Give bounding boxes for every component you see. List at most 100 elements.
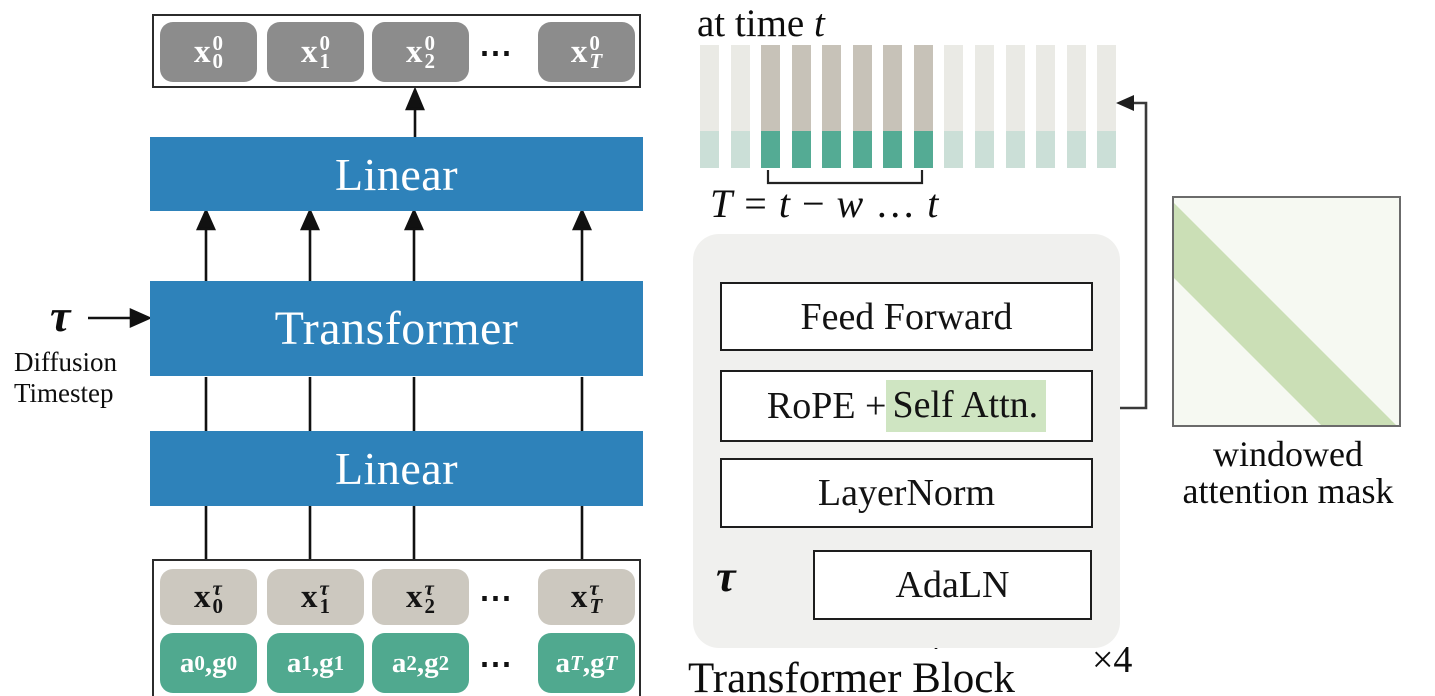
- feed-forward-box: Feed Forward: [720, 282, 1093, 351]
- bar-condition-segment: [761, 131, 780, 168]
- bar-latent-segment: [944, 45, 963, 131]
- timeline-bar-faded: [731, 45, 750, 168]
- bar-condition-segment: [1006, 131, 1025, 168]
- bar-condition-segment: [914, 131, 933, 168]
- token-base: x: [406, 33, 423, 70]
- diffusion-timestep-tau: τ: [50, 290, 71, 341]
- timeline-bar-faded: [944, 45, 963, 168]
- timeline-bar-faded: [1006, 45, 1025, 168]
- bar-condition-segment: [792, 131, 811, 168]
- token-base: x: [301, 578, 318, 615]
- bar-condition-segment: [1097, 131, 1116, 168]
- timeline-bar-active: [914, 45, 933, 168]
- mask-caption: windowed attention mask: [1145, 436, 1431, 510]
- timeline-bar-faded: [975, 45, 994, 168]
- bar-latent-segment: [1006, 45, 1025, 131]
- token-base: x: [194, 578, 211, 615]
- bar-latent-segment: [1097, 45, 1116, 131]
- mask-caption-line1: windowed: [1213, 434, 1363, 474]
- text-part: t: [778, 181, 791, 226]
- bar-latent-segment: [731, 45, 750, 131]
- adaln-box: AdaLN: [813, 550, 1092, 620]
- bar-latent-segment: [1036, 45, 1055, 131]
- token-base: x: [301, 33, 318, 70]
- tau-caption-line2: Timestep: [14, 378, 114, 408]
- text-part: t: [813, 2, 825, 45]
- tau-caption-line1: Diffusion: [14, 347, 118, 377]
- text-part: t: [927, 181, 940, 226]
- rope-self-attn-box: RoPE + Self Attn.: [720, 370, 1093, 442]
- bar-latent-segment: [700, 45, 719, 131]
- bar-condition-segment: [822, 131, 841, 168]
- windowed-attention-mask: [1172, 196, 1401, 427]
- bar-latent-segment: [914, 45, 933, 131]
- text-part: T: [710, 181, 734, 226]
- timeline-bar-faded: [1097, 45, 1116, 168]
- bar-latent-segment: [1067, 45, 1086, 131]
- timeline-bar-faded: [1067, 45, 1086, 168]
- bar-condition-segment: [944, 131, 963, 168]
- text-part: w: [836, 181, 865, 226]
- bar-condition-segment: [1036, 131, 1055, 168]
- bar-condition-segment: [700, 131, 719, 168]
- ellipsis: ⋯: [479, 36, 514, 72]
- token-base: x: [194, 33, 211, 70]
- bar-condition-segment: [1067, 131, 1086, 168]
- text-part: RoPE +: [766, 385, 887, 427]
- bar-latent-segment: [822, 45, 841, 131]
- token-base: x: [406, 578, 423, 615]
- bar-latent-segment: [883, 45, 902, 131]
- highlighted-text: Self Attn.: [886, 380, 1047, 432]
- bar-latent-segment: [761, 45, 780, 131]
- bar-condition-segment: [731, 131, 750, 168]
- bar-latent-segment: [975, 45, 994, 131]
- block-multiplier: ×4: [1092, 639, 1133, 681]
- timeline-bar-active: [761, 45, 780, 168]
- timeline-bar-faded: [1036, 45, 1055, 168]
- ellipsis: ⋯: [479, 647, 514, 683]
- adaln-tau: τ: [716, 552, 736, 601]
- bar-latent-segment: [853, 45, 872, 131]
- token-base: x: [570, 578, 588, 615]
- transformer-block-caption: Transformer Block: [688, 655, 1015, 696]
- transformer-block: Transformer: [150, 281, 643, 376]
- at-time-label: at time t: [697, 4, 825, 43]
- bar-condition-segment: [853, 131, 872, 168]
- bar-condition-segment: [883, 131, 902, 168]
- ellipsis: ⋯: [479, 581, 514, 617]
- layernorm-box: LayerNorm: [720, 458, 1093, 528]
- text-part: =: [733, 181, 779, 226]
- window-range-label: T = t − w … t: [710, 184, 939, 224]
- token-base: x: [570, 33, 588, 70]
- text-part: …: [864, 181, 928, 226]
- mask-caption-line2: attention mask: [1182, 471, 1394, 511]
- text-part: −: [790, 181, 837, 226]
- token-timeline-bars: [700, 45, 1122, 168]
- timeline-bar-active: [822, 45, 841, 168]
- timeline-bar-active: [792, 45, 811, 168]
- timeline-bar-faded: [700, 45, 719, 168]
- bar-latent-segment: [792, 45, 811, 131]
- linear-bottom-block: Linear: [150, 431, 643, 506]
